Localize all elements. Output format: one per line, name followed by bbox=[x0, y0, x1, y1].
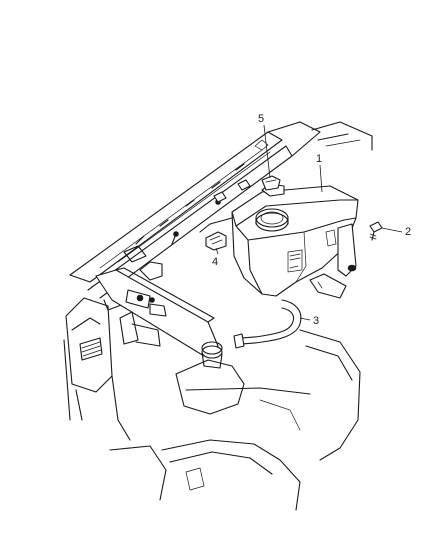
fasteners bbox=[171, 179, 251, 245]
callout-3: 3 bbox=[313, 315, 319, 327]
fender-rail bbox=[69, 121, 321, 311]
callout-2: 2 bbox=[405, 226, 411, 238]
callout-1: 1 bbox=[316, 153, 322, 165]
left-panel bbox=[63, 297, 131, 441]
callout-4: 4 bbox=[212, 256, 218, 268]
lower-engine bbox=[109, 329, 361, 511]
callout-5: 5 bbox=[258, 113, 264, 125]
overflow-hose bbox=[233, 299, 302, 349]
hose-clip bbox=[199, 217, 233, 251]
engine-bay-frame bbox=[311, 121, 373, 151]
cap-connector bbox=[261, 175, 281, 191]
radiator-support bbox=[95, 245, 219, 357]
leader-lines bbox=[215, 124, 403, 321]
coolant-reservoir bbox=[231, 183, 359, 299]
mounting-bolt bbox=[369, 221, 383, 241]
